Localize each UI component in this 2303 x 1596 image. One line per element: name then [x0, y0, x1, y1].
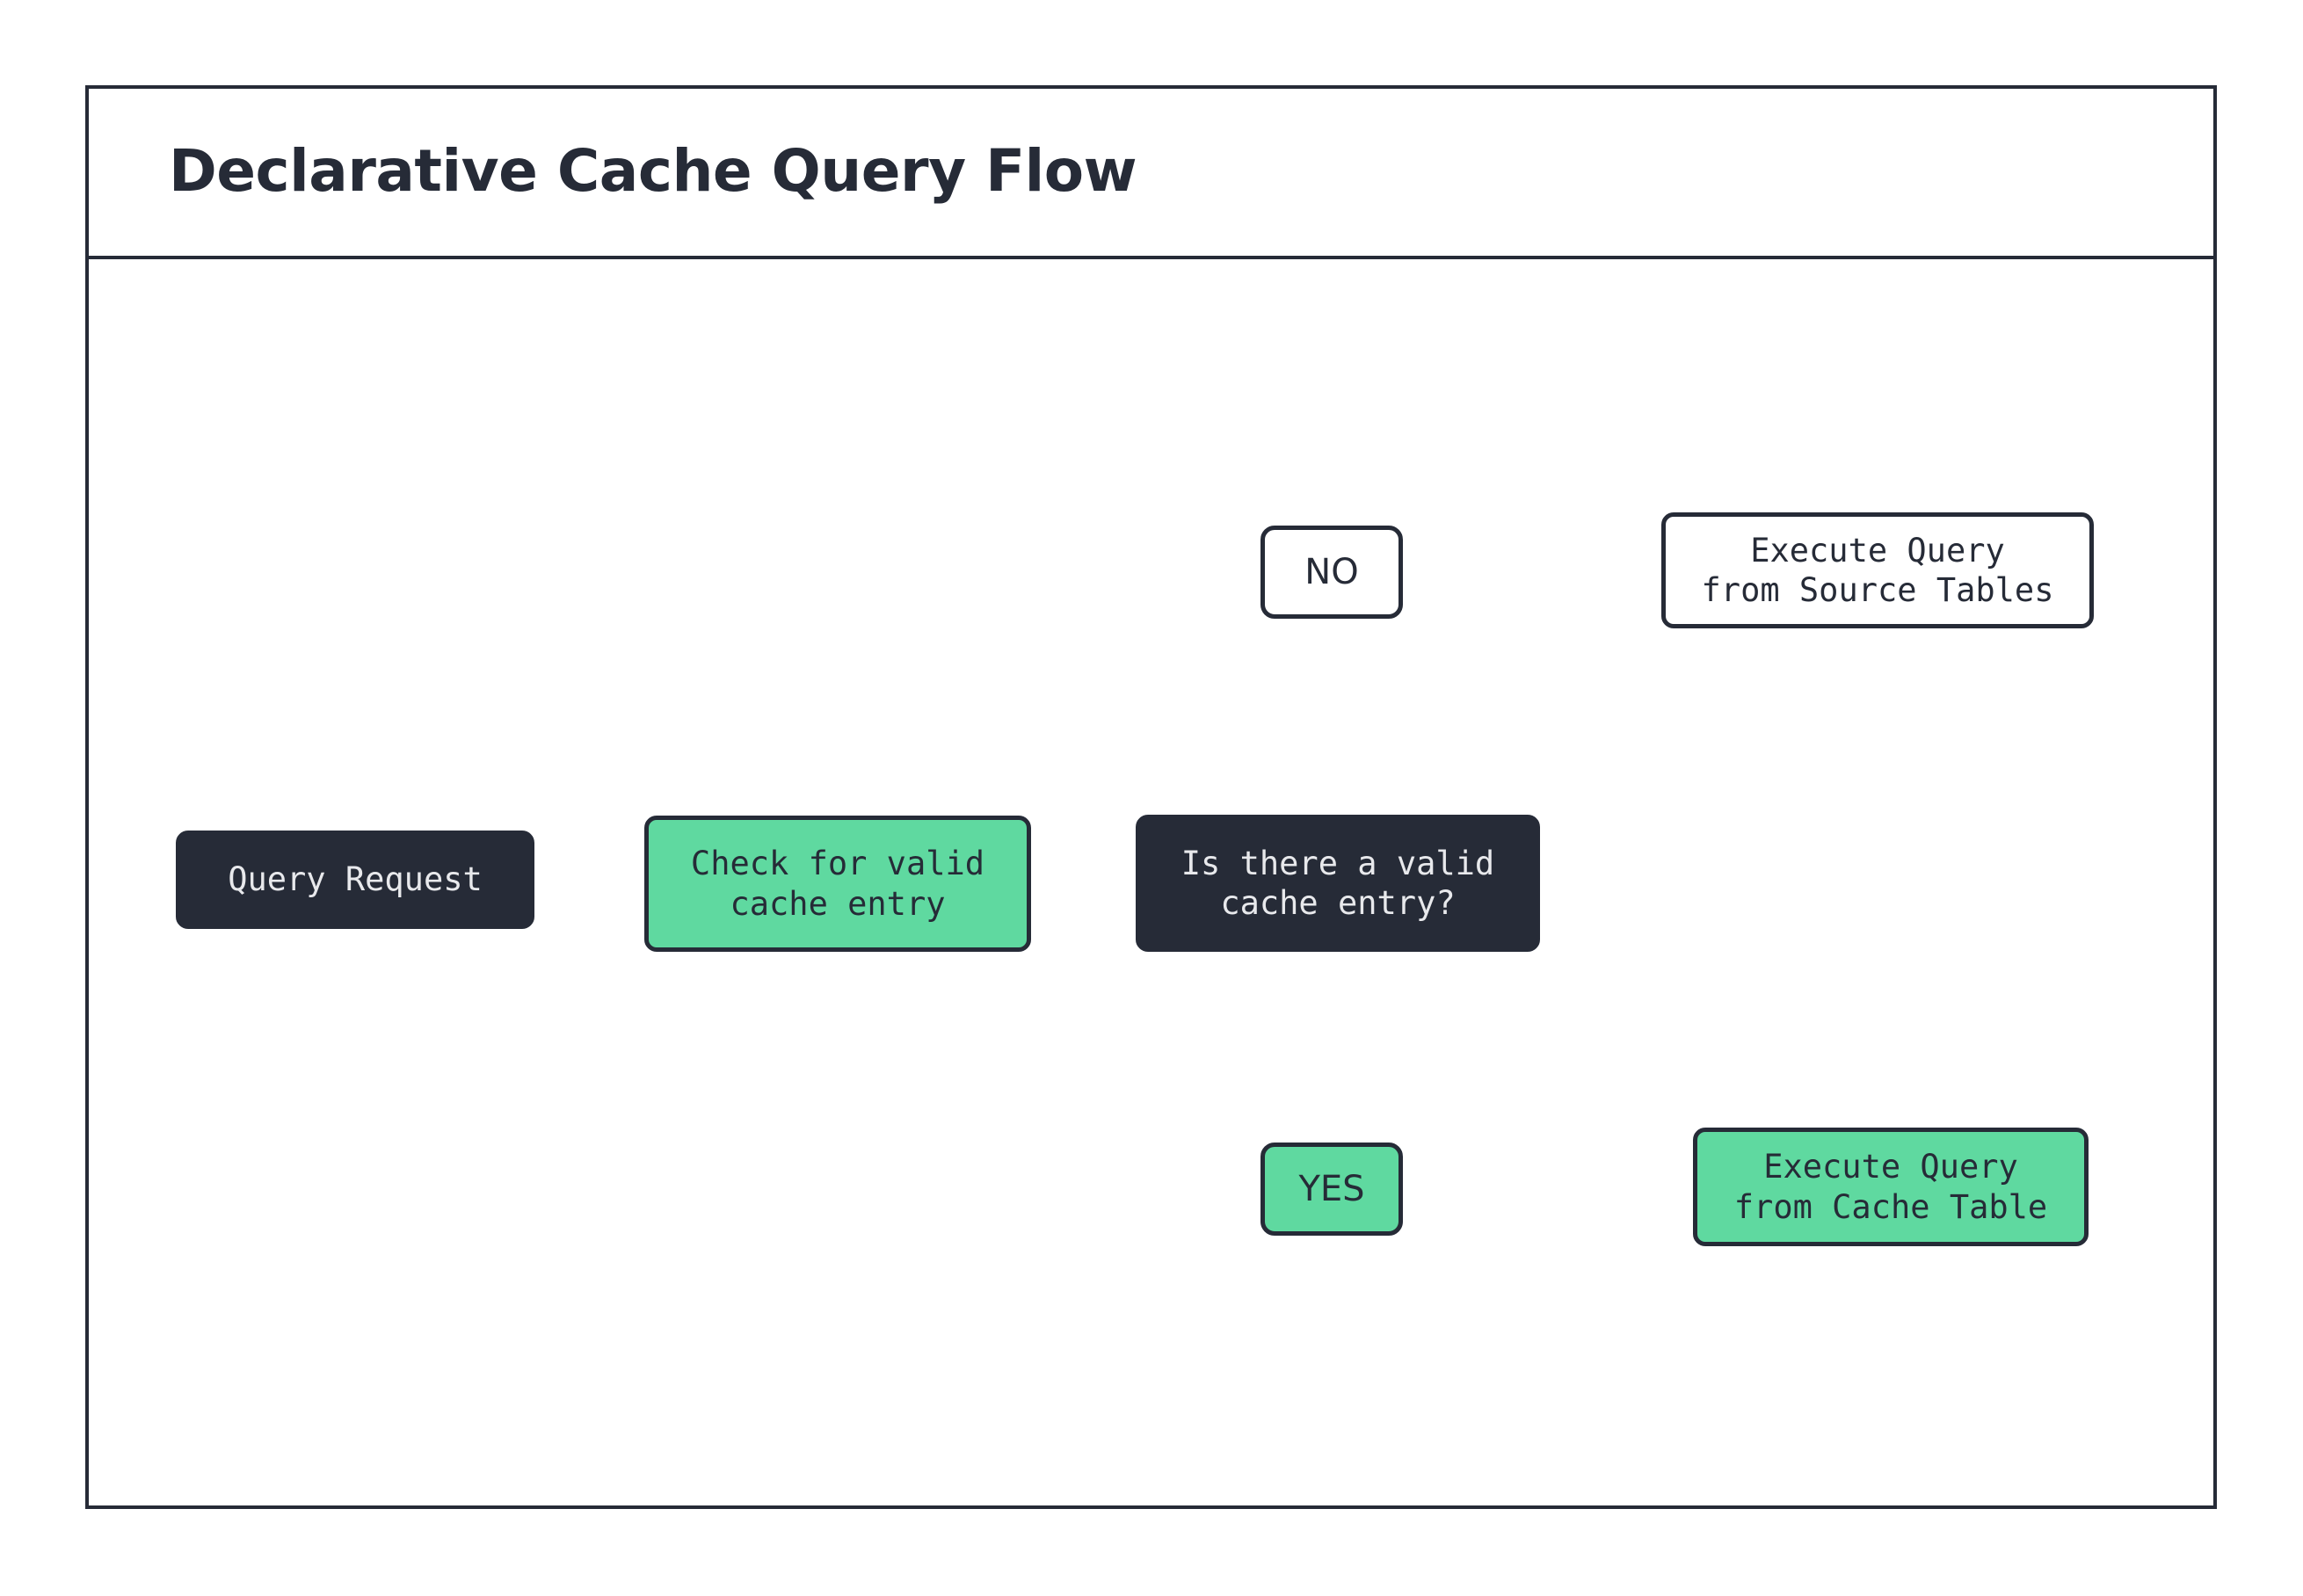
node-check-for-valid-cache-entry[interactable]: Check for valid cache entry — [644, 816, 1031, 952]
branch-label-no[interactable]: NO — [1260, 526, 1403, 619]
page-title: Declarative Cache Query Flow — [169, 136, 1137, 205]
node-execute-query-from-cache-table[interactable]: Execute Query from Cache Table — [1693, 1128, 2089, 1246]
diagram-header: Declarative Cache Query Flow — [85, 85, 2217, 259]
node-query-request[interactable]: Query Request — [176, 831, 534, 929]
branch-label-yes[interactable]: YES — [1260, 1143, 1403, 1236]
diagram-frame — [85, 85, 2217, 1509]
node-decision-is-there-a-valid-cache-entry[interactable]: Is there a valid cache entry? — [1136, 815, 1540, 952]
node-execute-query-from-source-tables[interactable]: Execute Query from Source Tables — [1661, 512, 2094, 628]
